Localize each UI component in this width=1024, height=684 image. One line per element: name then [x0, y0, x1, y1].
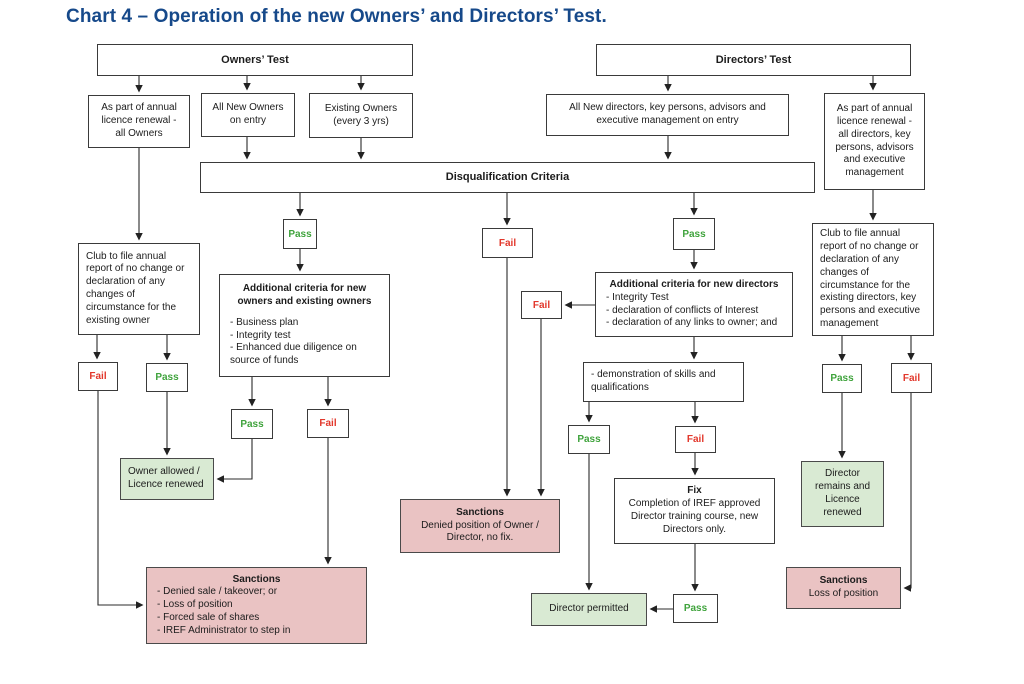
- node-skills-qualifications: - demonstration of skills and qualificat…: [583, 362, 744, 402]
- fail-badge-additional-directors: Fail: [521, 291, 562, 319]
- node-annual-renewal-owners: As part of annual licence renewal - all …: [88, 95, 190, 148]
- node-existing-owners: Existing Owners (every 3 yrs): [309, 93, 413, 138]
- pass-badge-disq-directors: Pass: [673, 218, 715, 250]
- node-additional-criteria-directors: Additional criteria for new directors - …: [595, 272, 793, 337]
- sanctions-no-fix-title: Sanctions: [456, 506, 504, 518]
- sanctions-owners-list: - Denied sale / takeover; or - Loss of p…: [157, 586, 291, 636]
- pass-badge-disq-owners: Pass: [283, 219, 317, 249]
- sanctions-no-fix-body: Denied position of Owner / Director, no …: [421, 519, 539, 544]
- node-new-directors-entry: All New directors, key persons, advisors…: [546, 94, 789, 136]
- additional-criteria-owners-title: Additional criteria for new owners and e…: [237, 283, 372, 307]
- additional-criteria-directors-title: Additional criteria for new directors: [609, 278, 779, 290]
- flow-arrow: [903, 393, 912, 592]
- node-director-remains: Director remains and Licence renewed: [801, 461, 884, 527]
- pass-badge-club-owner: Pass: [146, 363, 188, 392]
- pass-badge-additional-owners: Pass: [231, 409, 273, 439]
- pass-badge-club-directors: Pass: [822, 364, 862, 393]
- fail-badge-club-owner: Fail: [78, 362, 118, 391]
- node-club-report-directors: Club to file annual report of no change …: [812, 223, 934, 336]
- fix-title: Fix: [687, 485, 702, 497]
- chart-title: Chart 4 – Operation of the new Owners’ a…: [66, 6, 607, 27]
- node-annual-renewal-directors: As part of annual licence renewal - all …: [824, 93, 925, 190]
- additional-criteria-directors-list: - Integrity Test - declaration of confli…: [606, 291, 778, 329]
- fail-badge-additional-owners: Fail: [307, 409, 349, 438]
- sanctions-loss-body: Loss of position: [808, 588, 879, 599]
- node-directors-test: Directors’ Test: [596, 44, 911, 76]
- node-owners-test: Owners’ Test: [97, 44, 413, 76]
- sanctions-loss-title: Sanctions: [819, 575, 868, 587]
- node-fix-training-course: Fix Completion of IREF approved Director…: [614, 478, 775, 544]
- fail-badge-disq-center: Fail: [482, 228, 533, 258]
- node-disqualification-criteria: Disqualification Criteria: [200, 162, 815, 193]
- sanctions-owners-title: Sanctions: [232, 573, 281, 585]
- fix-body: Completion of IREF approved Director tra…: [628, 498, 761, 535]
- node-director-permitted: Director permitted: [531, 593, 647, 626]
- pass-badge-skills: Pass: [568, 425, 610, 454]
- node-owner-allowed: Owner allowed / Licence renewed: [120, 458, 214, 500]
- pass-badge-fix: Pass: [673, 594, 718, 623]
- node-sanctions-no-fix: Sanctions Denied position of Owner / Dir…: [400, 499, 560, 553]
- flow-arrow: [216, 439, 253, 483]
- additional-criteria-owners-list: - Business plan - Integrity test - Enhan…: [230, 316, 357, 367]
- node-club-report-owner: Club to file annual report of no change …: [78, 243, 200, 335]
- fail-badge-skills: Fail: [675, 426, 716, 453]
- node-new-owners-entry: All New Owners on entry: [201, 93, 295, 137]
- node-sanctions-owners: Sanctions - Denied sale / takeover; or -…: [146, 567, 367, 644]
- node-additional-criteria-owners: Additional criteria for new owners and e…: [219, 274, 390, 377]
- fail-badge-club-directors: Fail: [891, 363, 932, 393]
- node-sanctions-loss-of-position: Sanctions Loss of position: [786, 567, 901, 609]
